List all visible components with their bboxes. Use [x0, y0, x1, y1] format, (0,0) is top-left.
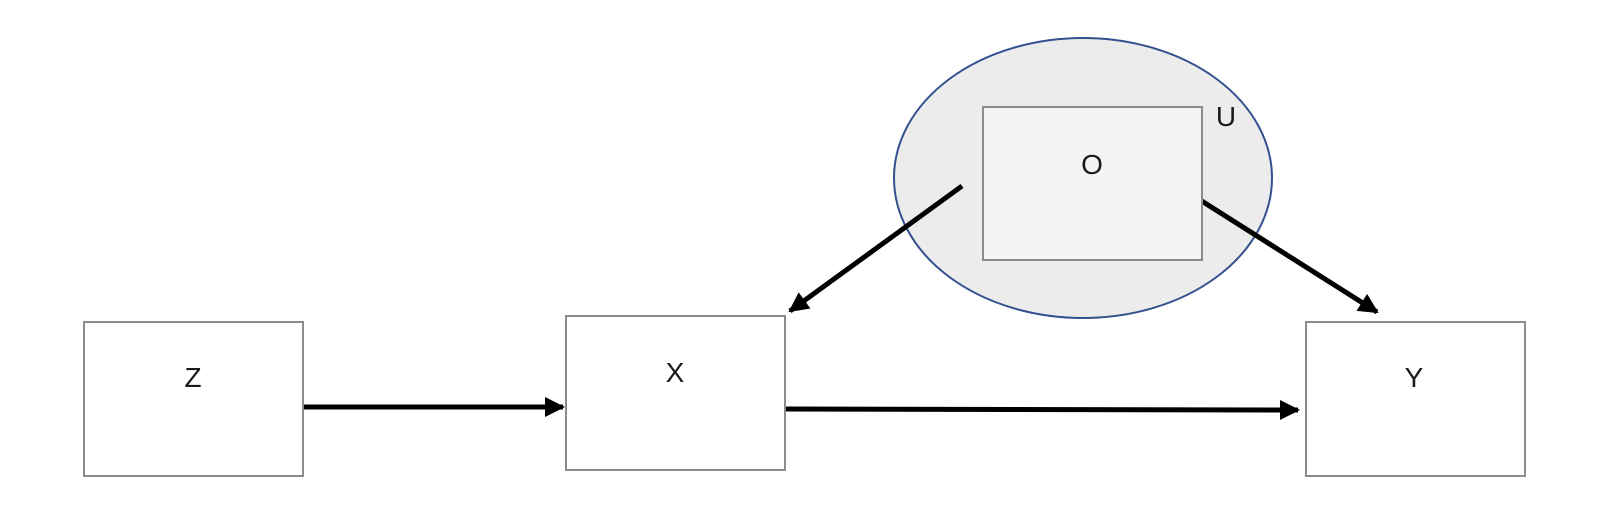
node-y: Y [1305, 321, 1526, 477]
node-x-box [565, 315, 786, 471]
node-x: X [565, 315, 786, 471]
node-z-box [83, 321, 304, 477]
edge-o-to-x [788, 183, 964, 314]
group-u-label: U [1216, 101, 1236, 132]
node-y-box [1305, 321, 1526, 477]
node-o: O [982, 106, 1203, 261]
node-z: Z [83, 321, 304, 477]
edge-x-to-y [785, 399, 1300, 420]
node-z-label: Z [184, 362, 201, 393]
edge-o-to-y [1176, 183, 1379, 315]
node-x-label: X [666, 357, 685, 388]
node-y-label: Y [1405, 362, 1424, 393]
node-o-box [982, 106, 1203, 261]
node-o-label: O [1081, 149, 1103, 180]
